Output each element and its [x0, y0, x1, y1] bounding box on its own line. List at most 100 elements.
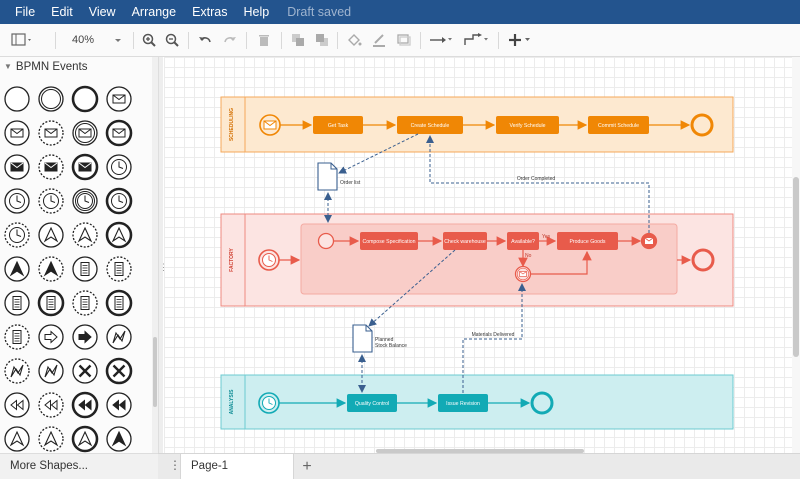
conditional-event-icon[interactable] [37, 289, 65, 317]
message-throw-event-icon[interactable] [3, 153, 31, 181]
task-produce-goods[interactable]: Produce Goods [557, 232, 618, 250]
end-event-analysis[interactable] [530, 391, 554, 415]
zoom-in-icon[interactable] [140, 31, 158, 49]
escalation-event-icon[interactable] [71, 221, 99, 249]
message-event-icon[interactable] [71, 119, 99, 147]
delete-icon[interactable] [255, 31, 273, 49]
factory-subprocess[interactable] [300, 223, 678, 295]
timer-event-icon[interactable] [3, 221, 31, 249]
error-event-icon[interactable] [37, 357, 65, 385]
message-event-icon[interactable] [3, 119, 31, 147]
timer-start-event-analysis[interactable] [258, 392, 280, 414]
timer-event-icon[interactable] [105, 187, 133, 215]
data-object-planned-stock[interactable]: Planned Stock Balance [352, 324, 407, 353]
task-quality-control[interactable]: Quality Control [347, 394, 397, 412]
error-event-icon[interactable] [3, 357, 31, 385]
conditional-event-icon[interactable] [3, 289, 31, 317]
line-color-icon[interactable] [370, 31, 388, 49]
conditional-event-icon[interactable] [3, 323, 31, 351]
menu-view[interactable]: View [88, 5, 116, 19]
timer-start-event-factory[interactable] [258, 249, 280, 271]
task-available[interactable]: Available? [507, 232, 539, 250]
escalation-throw-event-icon[interactable] [105, 425, 133, 453]
compensation-event-icon[interactable] [3, 391, 31, 419]
message-start-event-scheduling[interactable] [259, 114, 281, 136]
insert-plus-icon[interactable] [507, 31, 533, 49]
compensation-throw-event-icon[interactable] [105, 391, 133, 419]
error-event-icon[interactable] [105, 323, 133, 351]
connection-style-icon[interactable] [428, 31, 454, 49]
timer-event-icon[interactable] [71, 187, 99, 215]
link-event-icon[interactable] [37, 323, 65, 351]
event-icon[interactable] [37, 85, 65, 113]
splitter-grip-icon: ⋮ [159, 262, 168, 273]
message-throw-event-icon[interactable] [37, 153, 65, 181]
sidebar-splitter[interactable] [158, 57, 163, 479]
conditional-event-icon[interactable] [105, 289, 133, 317]
compensation-event-icon[interactable] [71, 391, 99, 419]
end-event-scheduling[interactable] [690, 113, 714, 137]
link-throw-event-icon[interactable] [71, 323, 99, 351]
to-front-icon[interactable] [289, 31, 307, 49]
menu-edit[interactable]: Edit [51, 5, 73, 19]
event-icon[interactable] [71, 85, 99, 113]
data-object-order-list[interactable]: Order list [317, 162, 361, 191]
menu-help[interactable]: Help [243, 5, 270, 19]
message-event-icon[interactable] [105, 119, 133, 147]
timer-event-icon[interactable] [3, 187, 31, 215]
message-event-icon[interactable] [37, 119, 65, 147]
sidebar-scrollbar[interactable] [152, 57, 158, 453]
message-throw-event-icon[interactable] [71, 153, 99, 181]
page-menu-icon[interactable]: ⋮ [169, 458, 181, 472]
redo-icon[interactable] [221, 31, 239, 49]
message-intermediate-event[interactable] [514, 265, 532, 283]
escalation-event-icon[interactable] [3, 425, 31, 453]
conditional-event-icon[interactable] [71, 289, 99, 317]
waypoints-icon[interactable] [462, 31, 490, 49]
svg-text:Get Task: Get Task [328, 123, 349, 129]
escalation-event-icon[interactable] [37, 425, 65, 453]
escalation-event-icon[interactable] [105, 221, 133, 249]
fill-color-icon[interactable] [345, 31, 363, 49]
diagram-canvas[interactable]: SCHEDULING FACTORY ANALYSIS [164, 57, 800, 453]
task-create-schedule[interactable]: Create Schedule [397, 116, 463, 134]
escalation-throw-event-icon[interactable] [37, 255, 65, 283]
conditional-event-icon[interactable] [71, 255, 99, 283]
task-compose-specification[interactable]: Compose Specification [360, 232, 418, 250]
to-back-icon[interactable] [313, 31, 331, 49]
zoom-dropdown-icon[interactable] [112, 31, 124, 49]
escalation-event-icon[interactable] [71, 425, 99, 453]
zoom-level[interactable]: 40% [72, 34, 95, 46]
zoom-out-icon[interactable] [163, 31, 181, 49]
palette-header[interactable]: ▼ BPMN Events [0, 57, 152, 76]
event-icon[interactable] [3, 85, 31, 113]
compensation-event-icon[interactable] [37, 391, 65, 419]
menu-file[interactable]: File [15, 5, 36, 19]
menu-extras[interactable]: Extras [192, 5, 228, 19]
end-event-factory[interactable] [691, 248, 715, 272]
timer-event-icon[interactable] [105, 153, 133, 181]
task-get-task[interactable]: Get Task [313, 116, 363, 134]
canvas-vertical-scrollbar[interactable] [792, 57, 800, 453]
escalation-event-icon[interactable] [37, 221, 65, 249]
cancel-event-icon[interactable] [105, 357, 133, 385]
task-verify-schedule[interactable]: Verify Schedule [496, 116, 559, 134]
subprocess-start-event[interactable] [317, 232, 335, 250]
task-issue-revision[interactable]: Issue Revision [438, 394, 488, 412]
escalation-throw-event-icon[interactable] [3, 255, 31, 283]
cancel-event-icon[interactable] [71, 357, 99, 385]
task-commit-schedule[interactable]: Commit Schedule [588, 116, 649, 134]
task-check-warehouse[interactable]: Check warehouse [443, 232, 487, 250]
add-page-icon[interactable]: + [302, 458, 312, 475]
timer-event-icon[interactable] [37, 187, 65, 215]
format-panel-toggle-icon[interactable] [10, 31, 34, 49]
menu-arrange[interactable]: Arrange [131, 5, 177, 19]
undo-icon[interactable] [196, 31, 214, 49]
shadow-icon[interactable] [395, 31, 413, 49]
more-shapes-button[interactable]: More Shapes... [0, 453, 158, 479]
message-event-icon[interactable] [105, 85, 133, 113]
page-tab[interactable]: Page-1 [180, 454, 294, 479]
conditional-event-icon[interactable] [105, 255, 133, 283]
canvas-horizontal-scrollbar[interactable] [376, 449, 584, 453]
message-end-event-factory[interactable] [640, 232, 658, 250]
